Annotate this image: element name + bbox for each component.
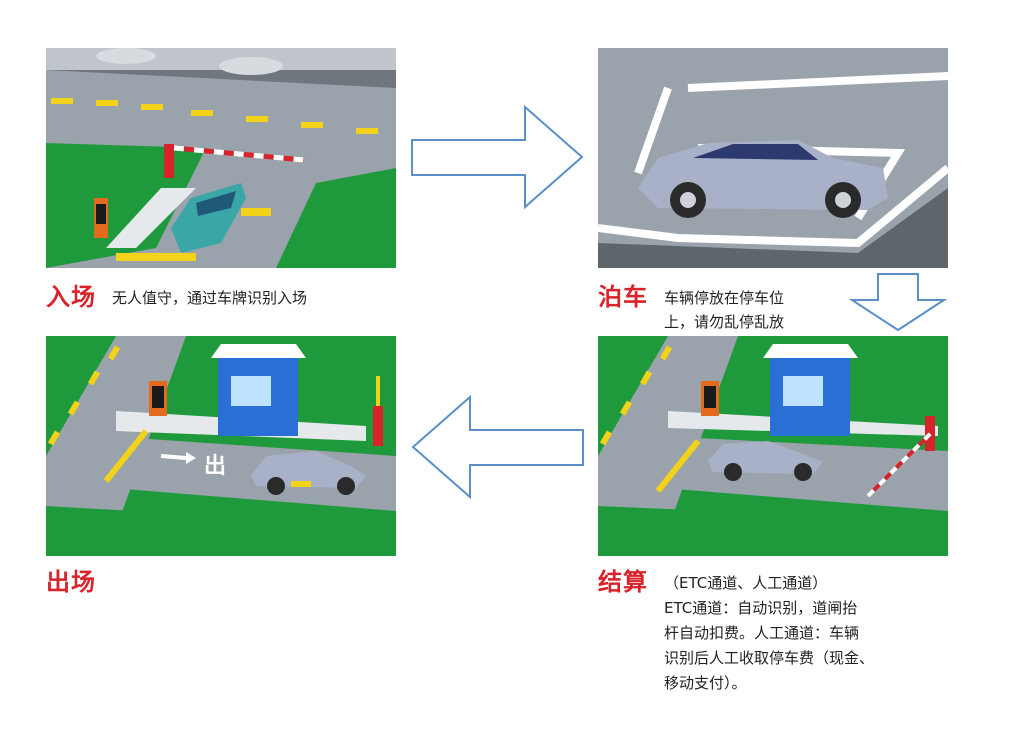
step-title-entry: 入场 (46, 283, 96, 311)
panel-parking-illustration (598, 48, 948, 268)
step-desc-settlement-line1: （ETC通道、人工通道） (664, 574, 828, 592)
step-desc-settlement-line5: 移动支付）。 (664, 674, 747, 692)
step-desc-entry: 无人值守，通过车牌识别入场 (112, 289, 308, 307)
step-desc-parking-line1: 车辆停放在停车位 (664, 289, 785, 307)
step-desc-settlement-line2: ETC通道：自动识别，道闸抬 (664, 599, 858, 617)
panel-entry-illustration (46, 48, 396, 268)
step-desc-settlement-line3: 杆自动扣费。人工通道：车辆 (664, 624, 860, 642)
arrow-down-icon (848, 272, 948, 338)
panel-settlement-illustration (598, 336, 948, 556)
step-title-settlement: 结算 (598, 568, 648, 596)
step-desc-settlement-line4: 识别后人工收取停车费（现金、 (664, 649, 875, 667)
arrow-right-icon (410, 104, 585, 214)
step-title-parking: 泊车 (598, 283, 648, 311)
road-marking-exit: 出 (204, 454, 226, 479)
panel-exit-illustration: 出 (46, 336, 396, 556)
step-desc-parking-line2: 上，请勿乱停乱放 (664, 313, 785, 331)
arrow-left-icon (410, 394, 585, 504)
step-title-exit: 出场 (46, 568, 96, 596)
